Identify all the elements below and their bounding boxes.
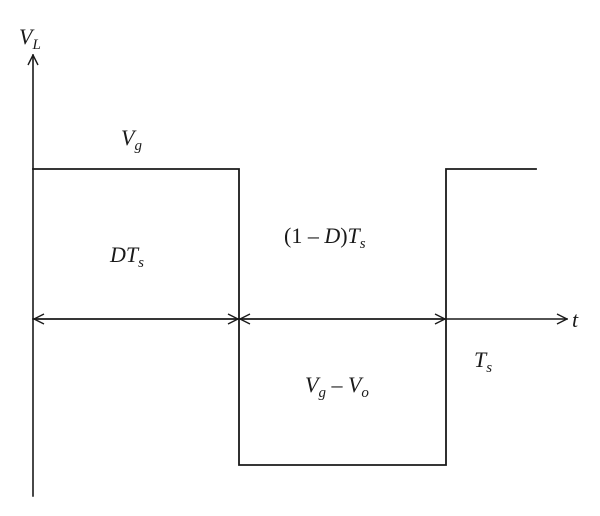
off-interval-prefix: (1 – [284,223,324,248]
off-interval-sub: s [360,236,366,252]
period-main: T [474,347,488,372]
off-interval-label: (1 – D)Ts [284,223,366,252]
off-interval-d: D [323,223,340,248]
y-axis-label-main: V [19,24,35,49]
y-axis-label: VL [19,24,41,53]
low-level-left-main: V [305,372,321,397]
duty-interval-main: DT [109,242,140,267]
low-level-right-sub: o [361,385,369,401]
x-axis-label: t [572,307,579,332]
duty-interval-label: DTs [109,242,144,271]
voltage-waveform [32,168,537,466]
duty-interval-sub: s [138,255,144,271]
high-level-sub: g [134,138,142,154]
period-label: Ts [474,347,492,376]
y-axis-label-sub: L [31,37,40,53]
high-level-label: Vg [121,125,142,154]
off-interval-suffix: ) [340,223,347,248]
low-level-right-main: V [348,372,364,397]
period-sub: s [486,360,492,376]
high-level-main: V [121,125,137,150]
low-level-minus: – [326,372,348,397]
low-level-left-sub: g [318,385,326,401]
off-interval-main: T [348,223,362,248]
low-level-label: Vg – Vo [305,372,369,401]
